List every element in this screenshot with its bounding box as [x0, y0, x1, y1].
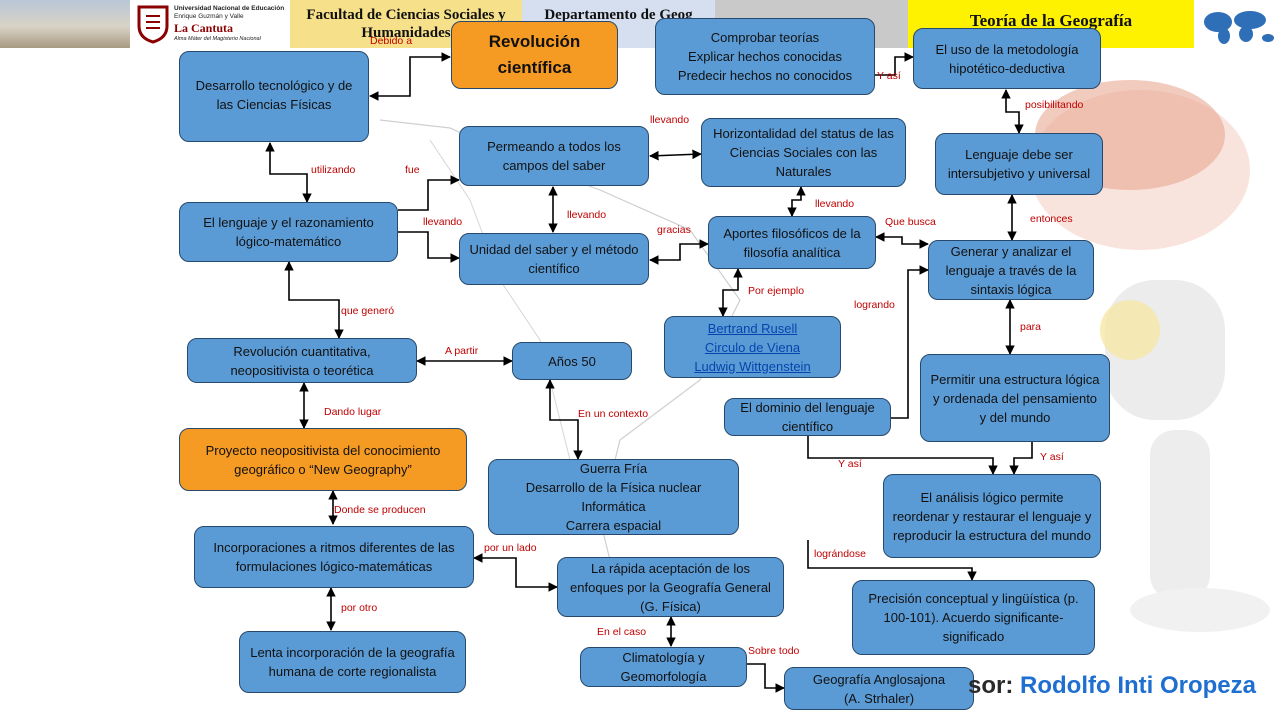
label-que-genero: que generó: [341, 305, 395, 317]
label-llevando-3: llevando: [567, 209, 607, 221]
label-por-otro: por otro: [341, 602, 378, 614]
label-lograndose: lográndose: [814, 548, 866, 560]
node-anos-50: Años 50: [512, 342, 632, 380]
label-por-un-lado: por un lado: [484, 542, 537, 554]
node-permitir-estructura: Permitir una estructura lógica y ordenad…: [920, 354, 1110, 442]
label-y-asi-3: Y así: [1040, 451, 1064, 463]
label-por-ejemplo: Por ejemplo: [748, 285, 805, 297]
label-y-asi-2: Y así: [838, 458, 862, 470]
node-aportes-filosoficos: Aportes filosóficos de la filosofía anal…: [708, 216, 876, 269]
node-desarrollo-tecnologico: Desarrollo tecnológico y de las Ciencias…: [179, 51, 369, 142]
node-lenguaje-razonamiento: El lenguaje y el razonamiento lógico-mat…: [179, 202, 398, 262]
label-donde-se-producen: Donde se producen: [334, 504, 426, 516]
node-climatologia-geomorfologia: Climatología y Geomorfología: [580, 647, 747, 687]
label-dando-lugar: Dando lugar: [324, 406, 382, 418]
node-generar-analizar-lenguaje: Generar y analizar el lenguaje a través …: [928, 240, 1094, 300]
label-utilizando: utilizando: [311, 164, 356, 176]
node-lenguaje-intersubjetivo: Lenguaje debe ser intersubjetivo y unive…: [935, 133, 1103, 195]
node-lenta-incorporacion: Lenta incorporación de la geografía huma…: [239, 631, 466, 693]
label-para: para: [1020, 321, 1042, 333]
node-comprobar-teorias: Comprobar teorías Explicar hechos conoci…: [655, 18, 875, 95]
link-bertrand-russell[interactable]: Bertrand Rusell: [707, 320, 798, 336]
node-unidad-saber: Unidad del saber y el método científico: [459, 233, 649, 285]
label-llevando-2: llevando: [815, 198, 855, 210]
node-analisis-logico: El análisis lógico permite reordenar y r…: [883, 474, 1101, 558]
label-entonces: entonces: [1030, 213, 1073, 225]
label-que-busca: Que busca: [885, 216, 936, 228]
node-precision-conceptual: Precisión conceptual y lingüística (p. 1…: [852, 580, 1095, 655]
label-y-asi-1: Y así: [877, 70, 901, 82]
university-name-line2: Enrique Guzmán y Valle: [174, 13, 244, 20]
label-debido-a: Debido a: [370, 35, 413, 47]
professor-label: sor:: [968, 672, 1014, 699]
label-fue: fue: [405, 164, 420, 176]
label-logrando: logrando: [854, 299, 895, 311]
node-revolucion-cientifica: Revolución científica: [451, 21, 618, 89]
node-metodologia-hipotetico-deductiva: El uso de la metodología hipotético-dedu…: [913, 28, 1101, 89]
world-map-icon: [1194, 0, 1280, 48]
link-circulo-de-viena[interactable]: Circulo de Viena: [704, 339, 801, 355]
university-seal-icon: [137, 5, 169, 44]
university-logo-block: Universidad Nacional de Educación Enriqu…: [130, 0, 290, 48]
professor-name: Rodolfo Inti Oropeza: [1020, 672, 1256, 699]
node-geografia-anglosajona: Geografía Anglosajona (A. Strhaler): [784, 667, 974, 710]
label-en-el-caso: En el caso: [597, 626, 647, 638]
node-dominio-lenguaje: El dominio del lenguaje científico: [724, 398, 891, 436]
label-a-partir: A partir: [445, 345, 479, 357]
node-incorporaciones-ritmos: Incorporaciones a ritmos diferentes de l…: [194, 526, 474, 588]
node-rapida-aceptacion: La rápida aceptación de los enfoques por…: [557, 557, 784, 617]
professor-credit: sor: Rodolfo Inti Oropeza: [968, 672, 1256, 700]
label-en-un-contexto: En un contexto: [578, 408, 649, 420]
label-gracias: gracias: [657, 224, 691, 236]
node-horizontalidad: Horizontalidad del status de las Ciencia…: [701, 118, 906, 187]
node-revolucion-cuantitativa: Revolución cuantitativa, neopositivista …: [187, 338, 417, 383]
label-posibilitando: posibilitando: [1025, 99, 1084, 111]
label-llevando-4: llevando: [423, 216, 463, 228]
university-motto: Alma Máter del Magisterio Nacional: [174, 36, 261, 42]
node-guerra-fria: Guerra Fría Desarrollo de la Física nucl…: [488, 459, 739, 535]
node-proyecto-neopositivista: Proyecto neopositivista del conocimiento…: [179, 428, 467, 491]
university-name-line1: Universidad Nacional de Educación: [174, 5, 285, 12]
university-building-photo: [0, 0, 130, 48]
node-ejemplos-filosofos: Bertrand Rusell Circulo de Viena Ludwig …: [664, 316, 841, 378]
label-sobre-todo: Sobre todo: [748, 645, 800, 657]
university-short-name: La Cantuta: [174, 21, 234, 35]
node-permeando-saber: Permeando a todos los campos del saber: [459, 126, 649, 186]
label-llevando-1: llevando: [650, 114, 690, 126]
link-ludwig-wittgenstein[interactable]: Ludwig Wittgenstein: [694, 358, 811, 374]
